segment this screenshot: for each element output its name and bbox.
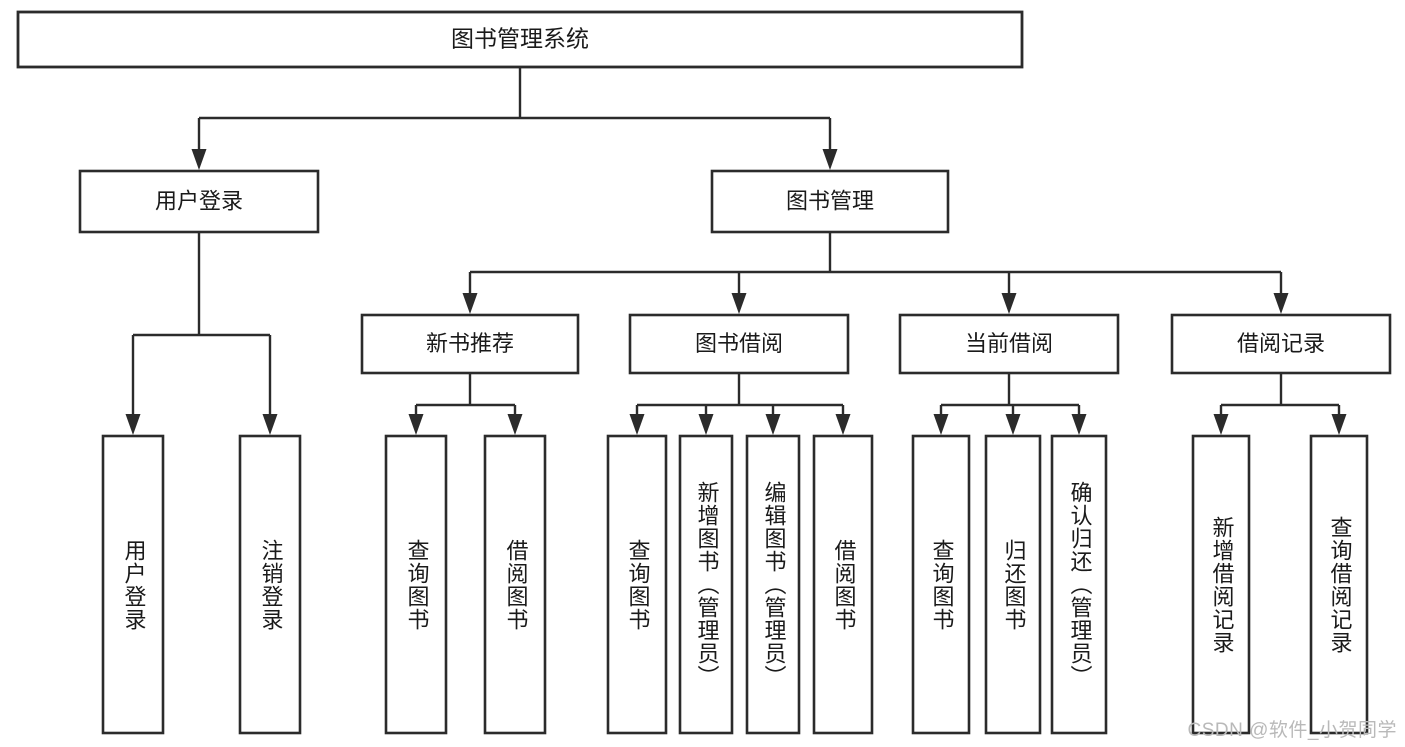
arrow-head-icon xyxy=(822,149,838,170)
node-level3-2[interactable]: 当前借阅 xyxy=(898,313,1120,375)
node-level3-0[interactable]: 新书推荐 xyxy=(360,313,580,375)
node-leaf-3[interactable] xyxy=(483,434,547,735)
arrow-head-icon xyxy=(698,414,714,435)
node-root-system-rect xyxy=(16,10,1024,69)
arrow-head-icon xyxy=(408,414,424,435)
arrow-head-icon xyxy=(731,293,747,314)
arrow-head-icon xyxy=(1001,293,1017,314)
node-level3-label-0: 新书推荐 xyxy=(426,331,514,356)
node-level3-1-rect xyxy=(628,313,850,375)
node-level3-3-rect xyxy=(1170,313,1392,375)
node-leaf-7-rect xyxy=(812,434,874,735)
node-leaf-10-rect xyxy=(1050,434,1108,735)
node-leaf-3-rect xyxy=(483,434,547,735)
node-leaf-8-rect xyxy=(911,434,971,735)
node-leaf-0-rect xyxy=(101,434,165,735)
node-leaf-9[interactable] xyxy=(984,434,1042,735)
node-level2-1[interactable]: 图书管理 xyxy=(710,169,950,234)
arrow-head-icon xyxy=(835,414,851,435)
arrow-head-icon xyxy=(191,149,207,170)
node-leaf-6-rect xyxy=(745,434,801,735)
arrow-head-icon xyxy=(262,414,278,435)
arrow-head-icon xyxy=(462,293,478,314)
node-leaf-11[interactable] xyxy=(1191,434,1251,735)
node-level2-label-1: 图书管理 xyxy=(786,188,874,213)
arrow-head-icon xyxy=(1273,293,1289,314)
node-level3-3[interactable]: 借阅记录 xyxy=(1170,313,1392,375)
node-level3-label-1: 图书借阅 xyxy=(695,331,783,356)
arrow-head-icon xyxy=(1005,414,1021,435)
csdn-watermark: CSDN @软件_小贺同学 xyxy=(1187,720,1397,741)
node-leaf-8[interactable] xyxy=(911,434,971,735)
node-leaf-9-rect xyxy=(984,434,1042,735)
arrow-head-icon xyxy=(125,414,141,435)
node-leaf-2[interactable] xyxy=(384,434,448,735)
node-level3-1[interactable]: 图书借阅 xyxy=(628,313,850,375)
node-leaf-2-rect xyxy=(384,434,448,735)
node-leaf-4-rect xyxy=(606,434,668,735)
node-leaf-12-rect xyxy=(1309,434,1369,735)
node-level3-label-2: 当前借阅 xyxy=(965,331,1053,356)
node-leaf-0[interactable] xyxy=(101,434,165,735)
arrow-head-icon xyxy=(629,414,645,435)
node-leaf-11-rect xyxy=(1191,434,1251,735)
node-leaf-7[interactable] xyxy=(812,434,874,735)
node-leaf-6[interactable] xyxy=(745,434,801,735)
node-leaf-5-rect xyxy=(678,434,734,735)
node-leaf-12[interactable] xyxy=(1309,434,1369,735)
arrow-head-icon xyxy=(507,414,523,435)
node-leaf-1-rect xyxy=(238,434,302,735)
arrow-head-icon xyxy=(1071,414,1087,435)
arrow-head-icon xyxy=(933,414,949,435)
node-leaf-10[interactable] xyxy=(1050,434,1108,735)
arrow-head-icon xyxy=(1331,414,1347,435)
node-level2-1-rect xyxy=(710,169,950,234)
node-root-system[interactable]: 图书管理系统 xyxy=(16,10,1024,69)
node-level2-0-rect xyxy=(78,169,320,234)
node-leaf-5[interactable] xyxy=(678,434,734,735)
arrow-head-icon xyxy=(1213,414,1229,435)
node-root-label: 图书管理系统 xyxy=(451,26,589,52)
node-leaf-4[interactable] xyxy=(606,434,668,735)
node-level3-label-3: 借阅记录 xyxy=(1237,331,1325,356)
node-level2-0[interactable]: 用户登录 xyxy=(78,169,320,234)
node-level2-label-0: 用户登录 xyxy=(155,188,243,213)
node-leaf-1[interactable] xyxy=(238,434,302,735)
arrow-head-icon xyxy=(765,414,781,435)
